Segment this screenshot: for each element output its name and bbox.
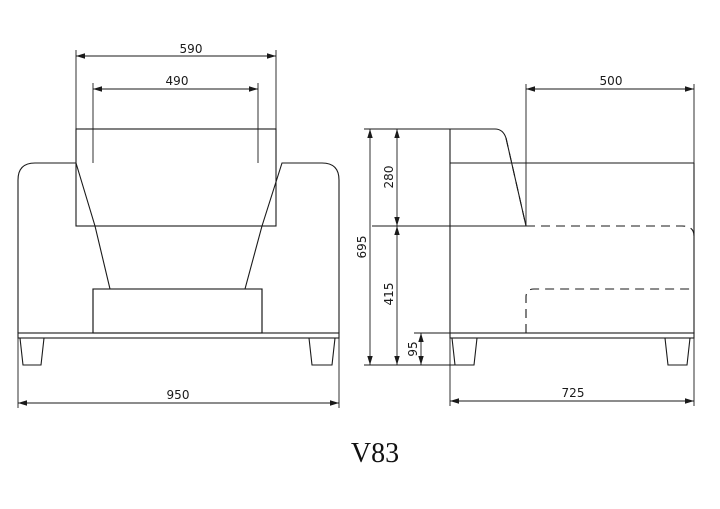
dim-label-inner-width: 490 <box>166 74 189 88</box>
backrest <box>75 128 277 227</box>
front-view: 590 490 950 <box>17 42 340 408</box>
side-view: 500 725 695 280 415 95 <box>355 74 695 406</box>
hidden-back-line <box>505 137 527 227</box>
side-back-outline <box>449 128 527 333</box>
right-armrest <box>244 162 340 333</box>
dim-label-leg-height: 95 <box>406 341 420 356</box>
side-front-leg <box>664 337 691 366</box>
left-front-leg <box>19 337 45 366</box>
hidden-seat-top <box>526 225 695 237</box>
side-arm-outline <box>450 163 695 334</box>
dim-label-seat-depth: 500 <box>600 74 623 88</box>
side-rear-leg <box>451 337 478 366</box>
model-label: V83 <box>350 438 400 469</box>
hidden-cushion <box>525 288 694 333</box>
seat-cushion <box>92 288 263 334</box>
dim-label-back-width: 590 <box>180 42 203 56</box>
base-plinth <box>17 332 340 339</box>
side-base-plinth <box>449 332 695 339</box>
dim-label-overall-depth: 725 <box>562 386 585 400</box>
dim-label-overall-width: 950 <box>167 388 190 402</box>
dim-label-seat-height: 415 <box>382 283 396 306</box>
right-front-leg <box>308 337 336 366</box>
left-armrest <box>17 162 111 333</box>
dim-label-back-height: 280 <box>382 166 396 189</box>
dim-label-total-height: 695 <box>355 236 369 259</box>
